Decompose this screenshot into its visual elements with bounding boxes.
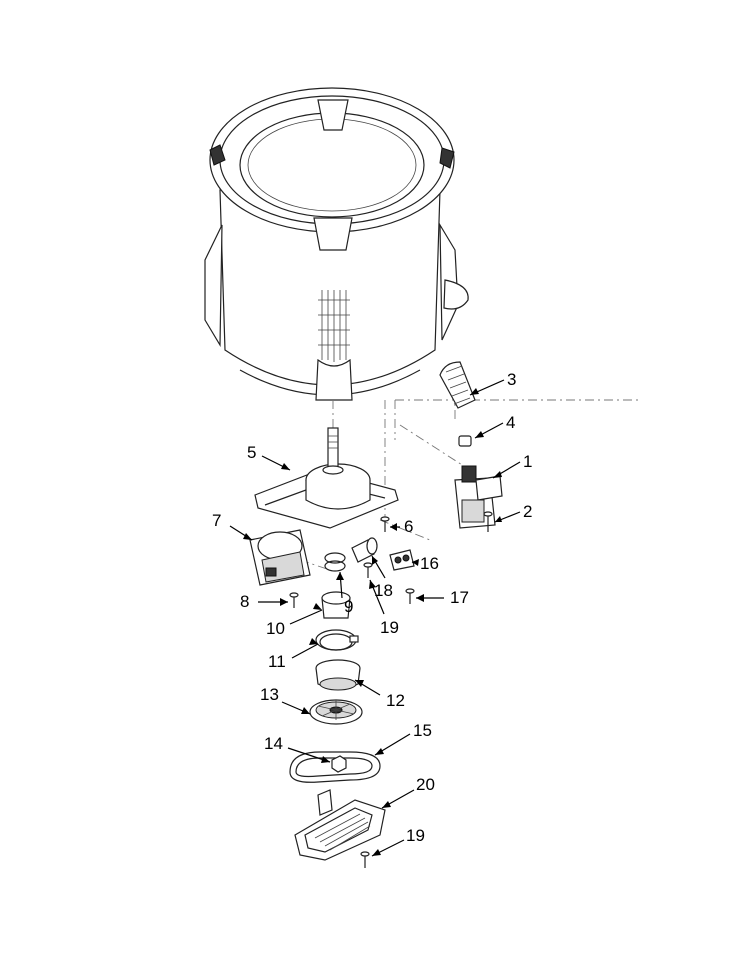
screw-17 bbox=[405, 588, 415, 604]
callout-arrowheads bbox=[243, 388, 502, 856]
washer-tub bbox=[204, 87, 469, 401]
switch-16 bbox=[389, 549, 415, 571]
pulley-10 bbox=[321, 591, 351, 619]
callout-17: 17 bbox=[450, 588, 469, 607]
nut-14 bbox=[331, 755, 347, 773]
spring-9 bbox=[324, 552, 346, 572]
screw-19-lower bbox=[360, 851, 370, 868]
callout-16: 16 bbox=[420, 554, 439, 573]
callout-19-upper: 19 bbox=[380, 618, 399, 637]
pump-screw bbox=[483, 511, 493, 532]
callout-1: 1 bbox=[523, 452, 532, 471]
callout-13: 13 bbox=[260, 685, 279, 704]
callout-3: 3 bbox=[507, 370, 516, 389]
base-plate bbox=[294, 789, 386, 861]
hose-clamp bbox=[458, 435, 472, 447]
clutch-assembly bbox=[315, 659, 361, 691]
drive-motor bbox=[249, 529, 311, 586]
callout-7: 7 bbox=[212, 511, 221, 530]
callouts: 1 2 3 4 5 6 7 8 9 10 11 12 13 bbox=[212, 370, 532, 857]
gearcase-assembly bbox=[254, 427, 399, 529]
drive-pulley bbox=[309, 699, 363, 725]
callout-10: 10 bbox=[266, 619, 285, 638]
drain-hose bbox=[439, 361, 476, 409]
screw-19-upper bbox=[363, 562, 373, 578]
callout-6: 6 bbox=[404, 517, 413, 536]
callout-15: 15 bbox=[413, 721, 432, 740]
callout-11: 11 bbox=[268, 652, 286, 671]
tub-ribs bbox=[315, 290, 353, 401]
callout-12: 12 bbox=[386, 691, 405, 710]
drain-pump bbox=[454, 465, 503, 529]
callout-5: 5 bbox=[247, 443, 256, 462]
screw-6 bbox=[380, 516, 390, 532]
callout-14: 14 bbox=[264, 734, 283, 753]
callout-20: 20 bbox=[416, 775, 435, 794]
callout-2: 2 bbox=[523, 502, 532, 521]
callout-8: 8 bbox=[240, 592, 249, 611]
clamp-ring bbox=[315, 629, 359, 651]
callout-4: 4 bbox=[506, 413, 515, 432]
callout-19-lower: 19 bbox=[406, 826, 425, 845]
callout-18: 18 bbox=[374, 581, 393, 600]
capacitor-18 bbox=[351, 537, 378, 563]
callout-9: 9 bbox=[344, 597, 353, 616]
screw-8 bbox=[289, 592, 299, 608]
